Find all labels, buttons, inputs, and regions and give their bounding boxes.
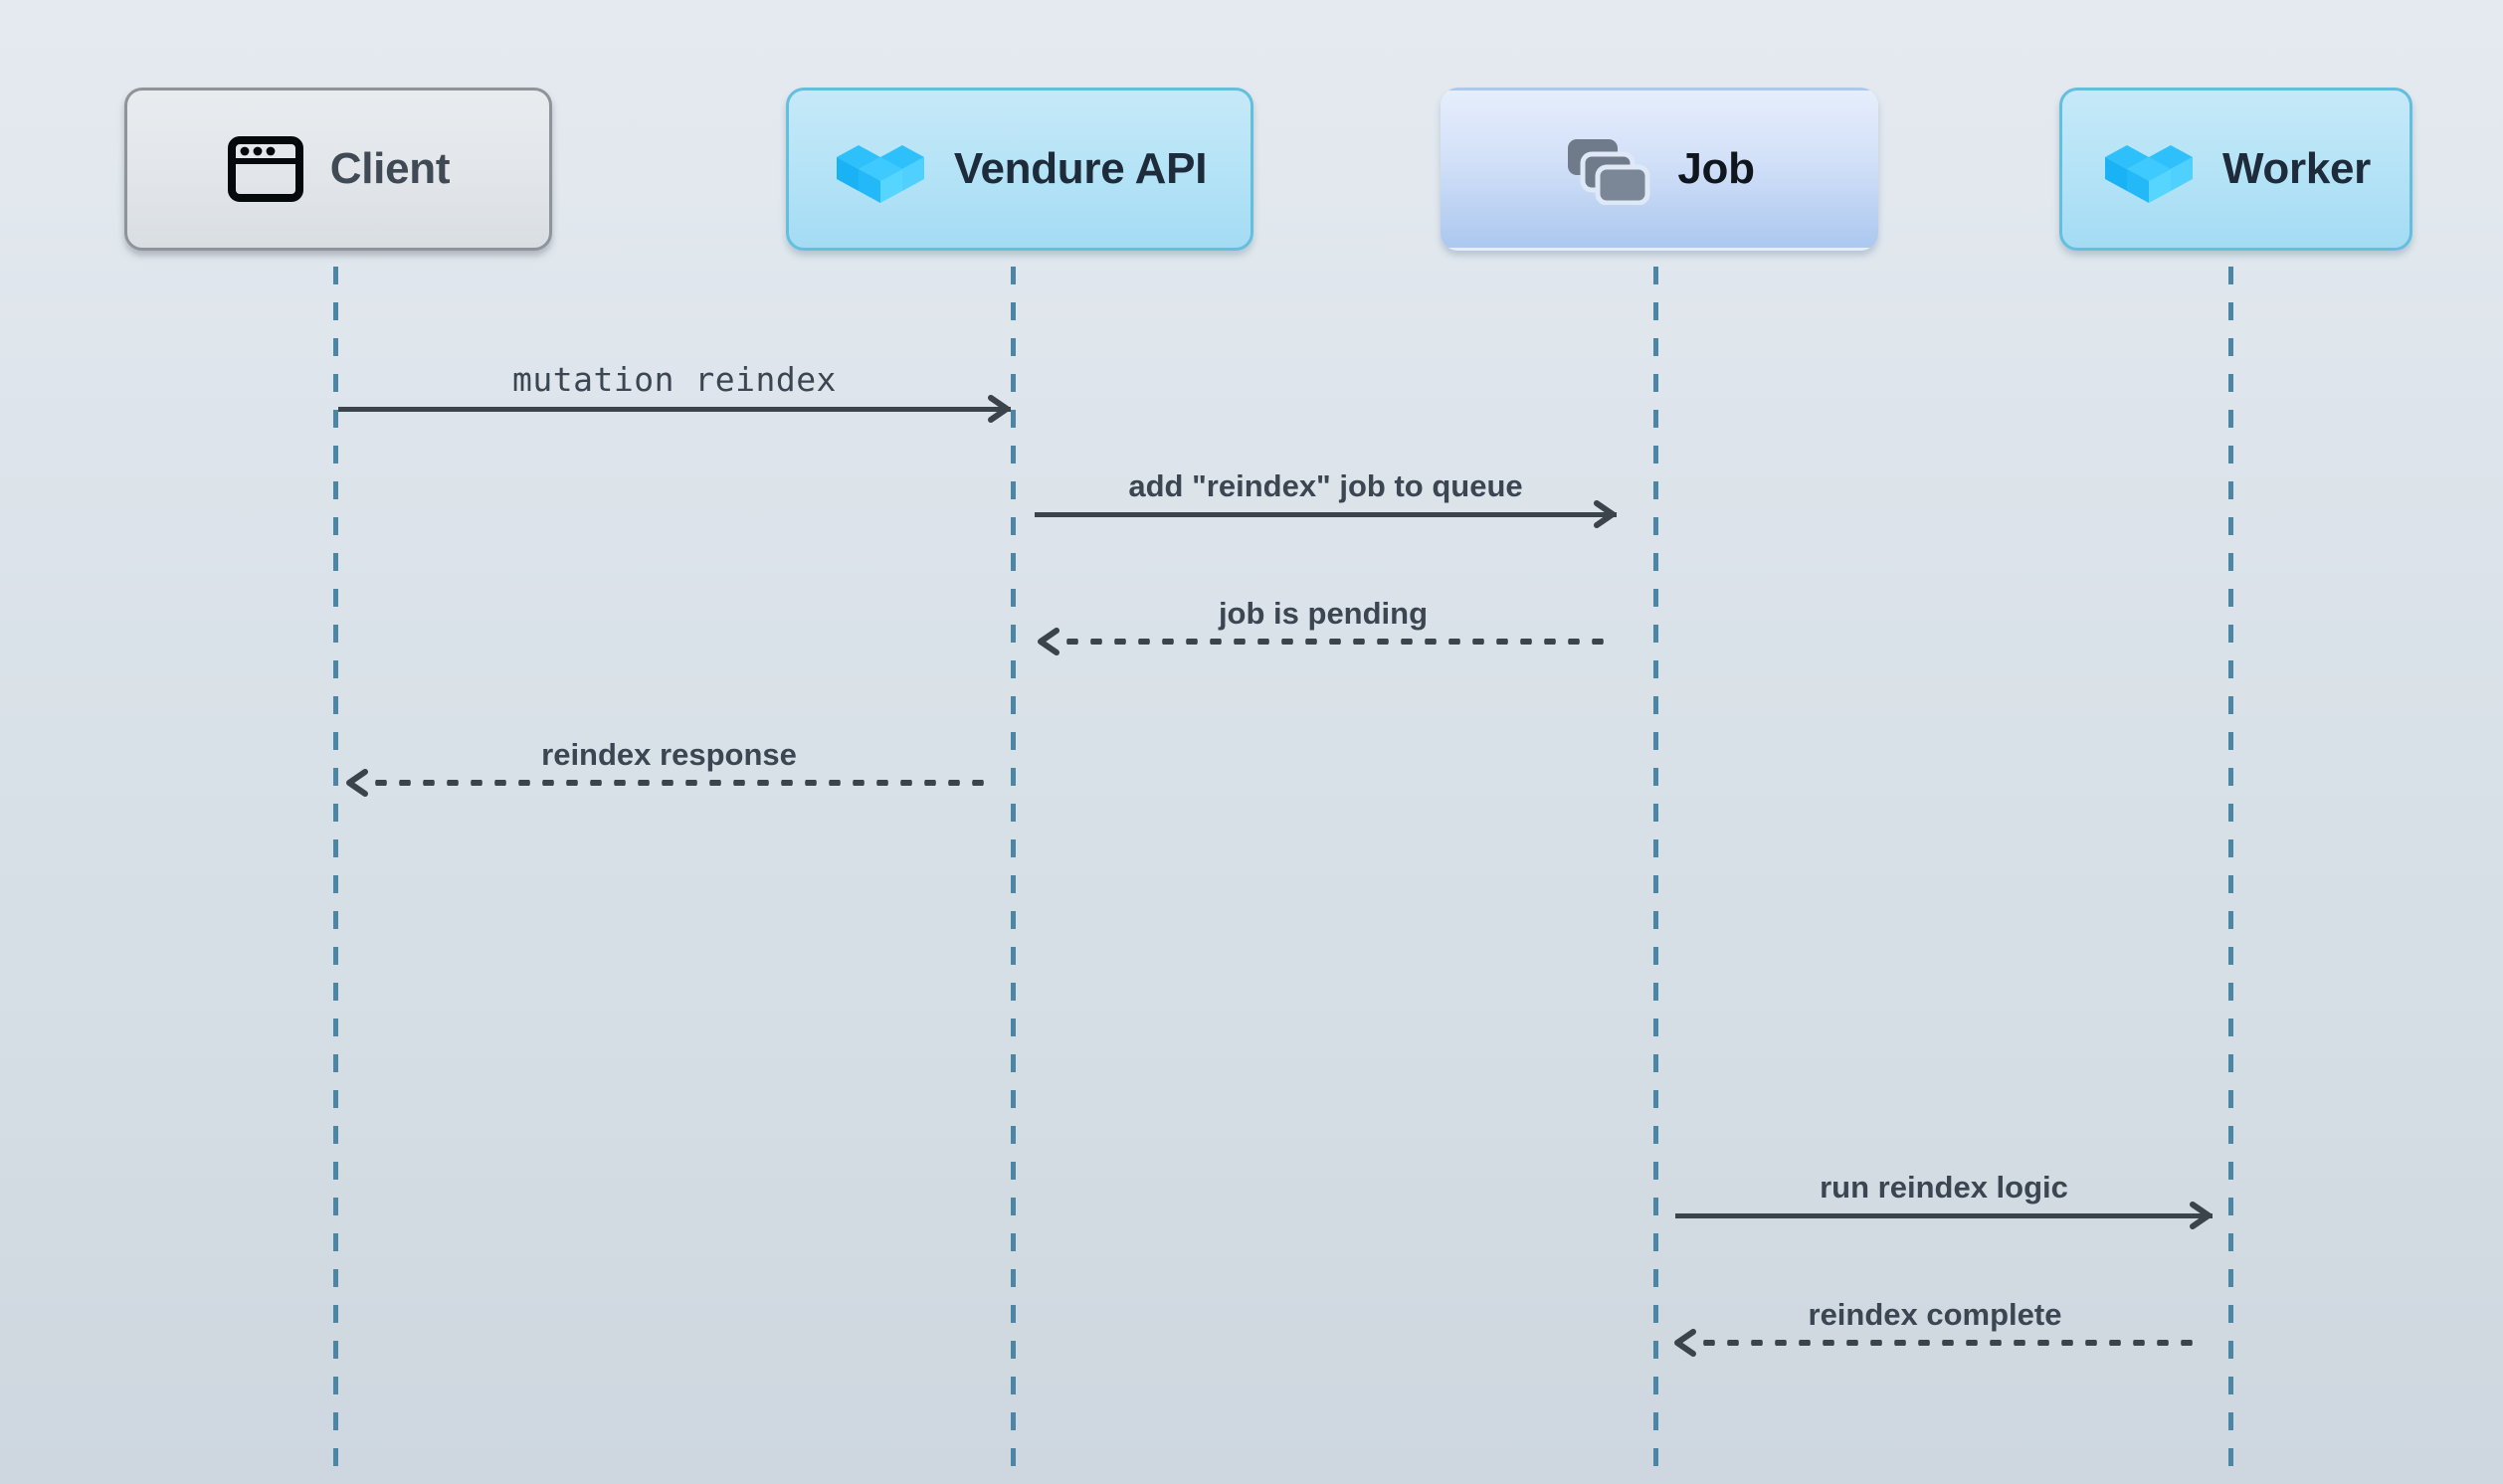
arrowhead-left-icon (341, 767, 373, 799)
message-label-6: reindex complete (1808, 1296, 2062, 1332)
browser-window-icon (227, 135, 304, 203)
lifeline-job (1653, 267, 1658, 1484)
message-run-reindex-logic: run reindex logic (1675, 1109, 2213, 1229)
message-line-2 (1035, 512, 1617, 517)
message-label-3: job is pending (1218, 595, 1429, 631)
message-label-5: run reindex logic (1820, 1169, 2068, 1205)
message-job-is-pending: job is pending (1035, 535, 1612, 655)
stacked-cards-icon (1564, 133, 1651, 206)
participant-label-worker: Worker (2222, 144, 2371, 193)
participant-label-vendure-api: Vendure API (953, 144, 1208, 193)
message-reindex-response: reindex response (343, 676, 995, 797)
lifeline-worker (2228, 267, 2233, 1484)
participant-worker[interactable]: Worker (2059, 88, 2412, 251)
arrowhead-left-icon (1033, 626, 1064, 657)
participant-vendure-api[interactable]: Vendure API (786, 88, 1253, 251)
message-line-4 (369, 780, 995, 786)
participant-label-job: Job (1677, 144, 1755, 193)
message-mutation-reindex: mutation reindex (338, 298, 1011, 423)
message-line-1 (338, 407, 1011, 412)
arrowhead-right-icon (1587, 498, 1619, 530)
message-label-2: add "reindex" job to queue (1128, 467, 1523, 503)
lifeline-client (333, 267, 338, 1484)
vendure-cubes-icon (833, 131, 928, 207)
arrowhead-left-icon (1669, 1327, 1701, 1359)
arrowhead-right-icon (2183, 1200, 2214, 1231)
message-line-6 (1697, 1340, 2199, 1346)
arrowhead-right-icon (981, 393, 1013, 425)
message-label-1: mutation reindex (512, 359, 837, 399)
message-reindex-complete: reindex complete (1671, 1236, 2199, 1357)
participant-label-client: Client (329, 144, 451, 193)
message-label-4: reindex response (541, 736, 797, 772)
message-add-reindex-job-to-queue: add "reindex" job to queue (1035, 408, 1617, 528)
message-line-5 (1675, 1213, 2213, 1218)
message-line-3 (1060, 639, 1612, 645)
participant-job[interactable]: Job (1441, 88, 1878, 251)
lifeline-vendure-api (1011, 267, 1016, 1484)
vendure-cubes-icon (2101, 131, 2197, 207)
participant-client[interactable]: Client (124, 88, 552, 251)
